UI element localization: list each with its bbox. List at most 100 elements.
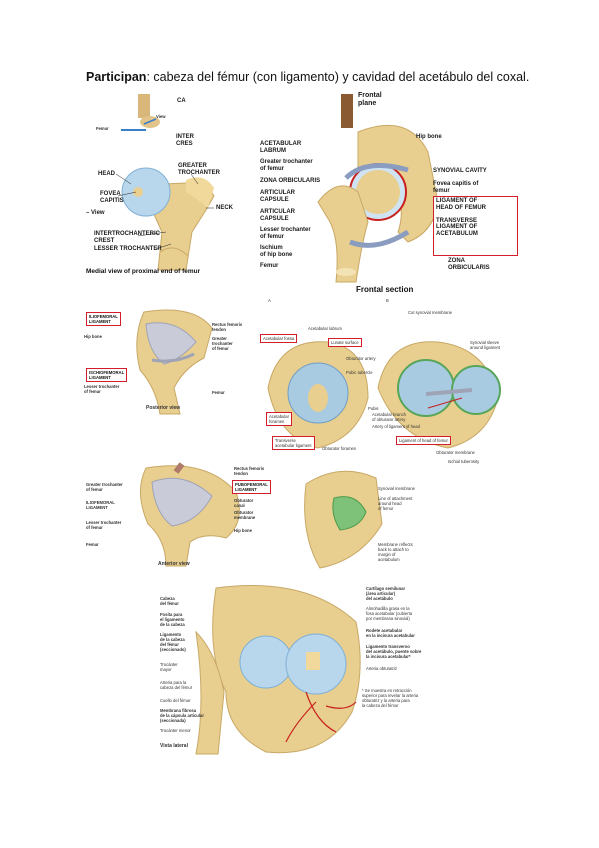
posterior-view-illustration	[136, 309, 213, 415]
label-hip-bone: Hip bone	[234, 528, 252, 533]
label-synovial-membrane: Synovial membrane	[378, 486, 416, 491]
label-neck: NECK	[216, 205, 234, 211]
inset-label-femur: Femur	[96, 126, 109, 131]
anterior-view-illustration	[140, 462, 240, 567]
label-cartilago-semilunar: Cartílago semilunar(área articular)del a…	[366, 586, 406, 601]
label-hip-bone: Hip bone	[416, 134, 442, 140]
vista-lateral-illustration	[195, 585, 361, 755]
label-cut-synovial: Cut synovial membrane	[408, 310, 452, 315]
inset-label-inter: INTER	[176, 134, 194, 140]
label-view: – View	[86, 210, 105, 216]
label-hip-bone: Hip bone	[84, 334, 102, 339]
label-trocanter-menor: Trocánter menor	[160, 728, 191, 733]
label-obturator-foramen: Obturator foramen	[322, 446, 357, 451]
heading-rest: : cabeza del fémur (con ligamento) y cav…	[146, 70, 530, 84]
label-obturator-artery: Obturator artery	[346, 356, 376, 361]
label-ligament-head-femur: Ligament of head of femur	[396, 436, 451, 445]
caption-frontal-section: Frontal section	[356, 285, 414, 294]
label-femur: Femur	[86, 542, 99, 547]
label-ischial-tuberosity: Ischial tuberosity	[448, 459, 480, 464]
heading-bold: Participan	[86, 70, 147, 84]
synovial-illustration	[304, 470, 383, 569]
label-pubis: Pubis	[368, 406, 379, 411]
label-lunate-surface: Lunate surface	[328, 338, 362, 347]
inset-label-cres: CRES	[176, 141, 193, 147]
label-synovial-cavity: SYNOVIAL CAVITY	[433, 168, 487, 174]
medial-femur-illustration	[115, 94, 215, 271]
label-femur: Femur	[212, 390, 225, 395]
label-acetabular-fossa: Acetabular fossa	[260, 334, 298, 343]
caption-vista-lateral: Vista lateral	[160, 743, 188, 749]
label-artery-ligament: Artery of ligament of head	[372, 424, 420, 429]
caption-medial-view: Medial view of proximal end of femur	[86, 268, 201, 275]
label-lesser-trochanter: LESSER TROCHANTER	[94, 246, 162, 252]
page-heading: Participan: cabeza del fémur (con ligame…	[86, 70, 529, 84]
frontal-section-illustration	[317, 94, 439, 283]
caption-anterior-view: Anterior view	[158, 561, 190, 567]
label-pubic-tubercle: Pubic tubercle	[346, 370, 373, 375]
caption-posterior-view: Posterior view	[146, 405, 181, 411]
label-acetabular-labrum: Acetabular labrum	[308, 326, 342, 331]
acetabulum-illustration	[267, 341, 501, 449]
panel-b-label: B	[386, 298, 389, 303]
inset-label-view: View	[156, 114, 166, 119]
label-head: HEAD	[98, 171, 116, 177]
panel-a-label: A	[268, 298, 271, 303]
label-obturator-membrane: Obturator membrane	[436, 450, 475, 455]
label-zona-orbicularis: ZONA ORBICULARIS	[260, 178, 321, 184]
label-femur: Femur	[260, 263, 279, 269]
inset-label-ca: CA	[177, 98, 186, 104]
label-cuello-femur: Cuello del fémur	[160, 698, 191, 703]
figure-acetabulum: A B Acetabular fossa Acetabular labrum L…	[258, 298, 520, 468]
label-arteria-obturatriz: Arteria obturatriz	[366, 666, 397, 671]
